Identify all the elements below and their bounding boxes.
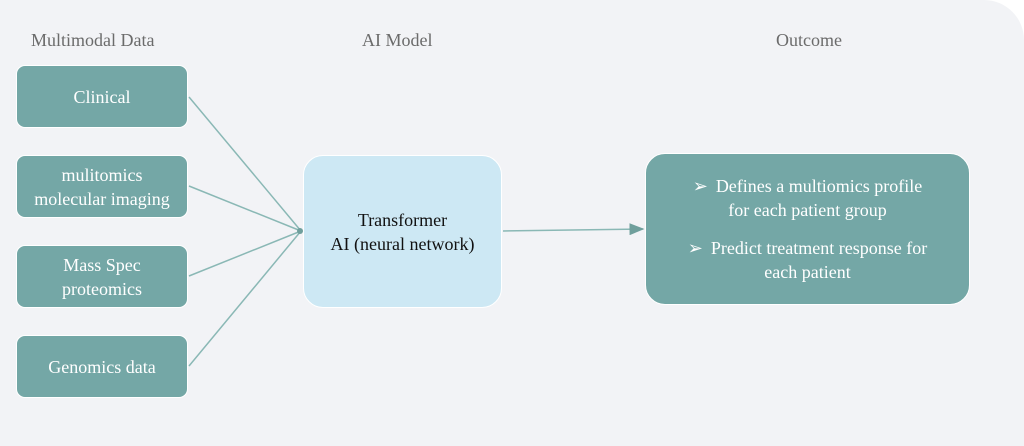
model-box: Transformer AI (neural network) xyxy=(303,155,502,308)
outcome-bullet: ➢ Defines a multiomics profile for each p… xyxy=(693,174,923,222)
input-box-genomics: Genomics data xyxy=(16,335,188,398)
connector-proteomics xyxy=(188,230,302,277)
outcome-box: ➢ Defines a multiomics profile for each p… xyxy=(645,153,970,305)
connector-model-to-outcome xyxy=(502,223,645,236)
outcome-bullet-line1: Defines a multiomics profile xyxy=(715,176,923,196)
connector-junction xyxy=(297,228,303,234)
arrowhead-bullet-icon: ➢ xyxy=(687,238,703,258)
outcome-bullet: ➢ Predict treatment response for each pat… xyxy=(688,236,928,284)
input-label-line2: molecular imaging xyxy=(34,188,170,209)
outcome-bullet-line2: each patient xyxy=(764,262,851,282)
outcome-bullet-line1: Predict treatment response for xyxy=(710,238,928,258)
input-box-proteomics: Mass Spec proteomics xyxy=(16,245,188,308)
connector-clinical xyxy=(188,96,302,232)
header-ai-model: AI Model xyxy=(362,30,433,50)
input-box-clinical: Clinical xyxy=(16,65,188,128)
connector-genomics xyxy=(188,230,302,367)
input-label-line2: proteomics xyxy=(62,278,142,299)
arrowhead-bullet-icon: ➢ xyxy=(692,176,708,196)
header-outcome: Outcome xyxy=(776,30,842,50)
input-label-line1: Genomics data xyxy=(48,356,156,377)
model-label-line1: Transformer xyxy=(357,209,448,230)
input-label-line1: Mass Spec xyxy=(63,254,141,275)
input-label-line1: Clinical xyxy=(73,86,131,107)
header-multimodal-data: Multimodal Data xyxy=(31,30,155,50)
input-box-multiomics: mulitomics molecular imaging xyxy=(16,155,188,218)
input-label-line1: mulitomics xyxy=(61,164,143,185)
connector-multiomics xyxy=(188,185,302,232)
outcome-bullet-line2: for each patient group xyxy=(728,200,887,220)
model-label-line2: AI (neural network) xyxy=(330,233,475,254)
